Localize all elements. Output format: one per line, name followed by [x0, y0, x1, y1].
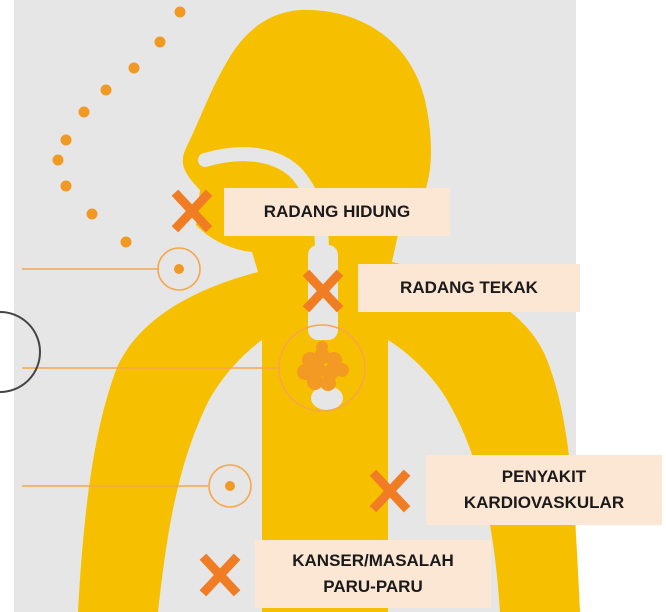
label-radang-tekak: RADANG TEKAK: [358, 264, 580, 312]
label-text-line1: KANSER/MASALAH: [292, 548, 454, 574]
label-kanser-paru-paru: KANSER/MASALAH PARU-PARU: [255, 540, 491, 608]
label-penyakit-kardiovaskular: PENYAKIT KARDIOVASKULAR: [426, 455, 662, 525]
label-radang-hidung: RADANG HIDUNG: [224, 188, 450, 236]
label-text: RADANG HIDUNG: [264, 199, 410, 225]
label-text: RADANG TEKAK: [400, 275, 538, 301]
label-text-line1: PENYAKIT: [502, 464, 586, 490]
label-text-line2: KARDIOVASKULAR: [464, 490, 624, 516]
label-text-line2: PARU-PARU: [323, 574, 422, 600]
